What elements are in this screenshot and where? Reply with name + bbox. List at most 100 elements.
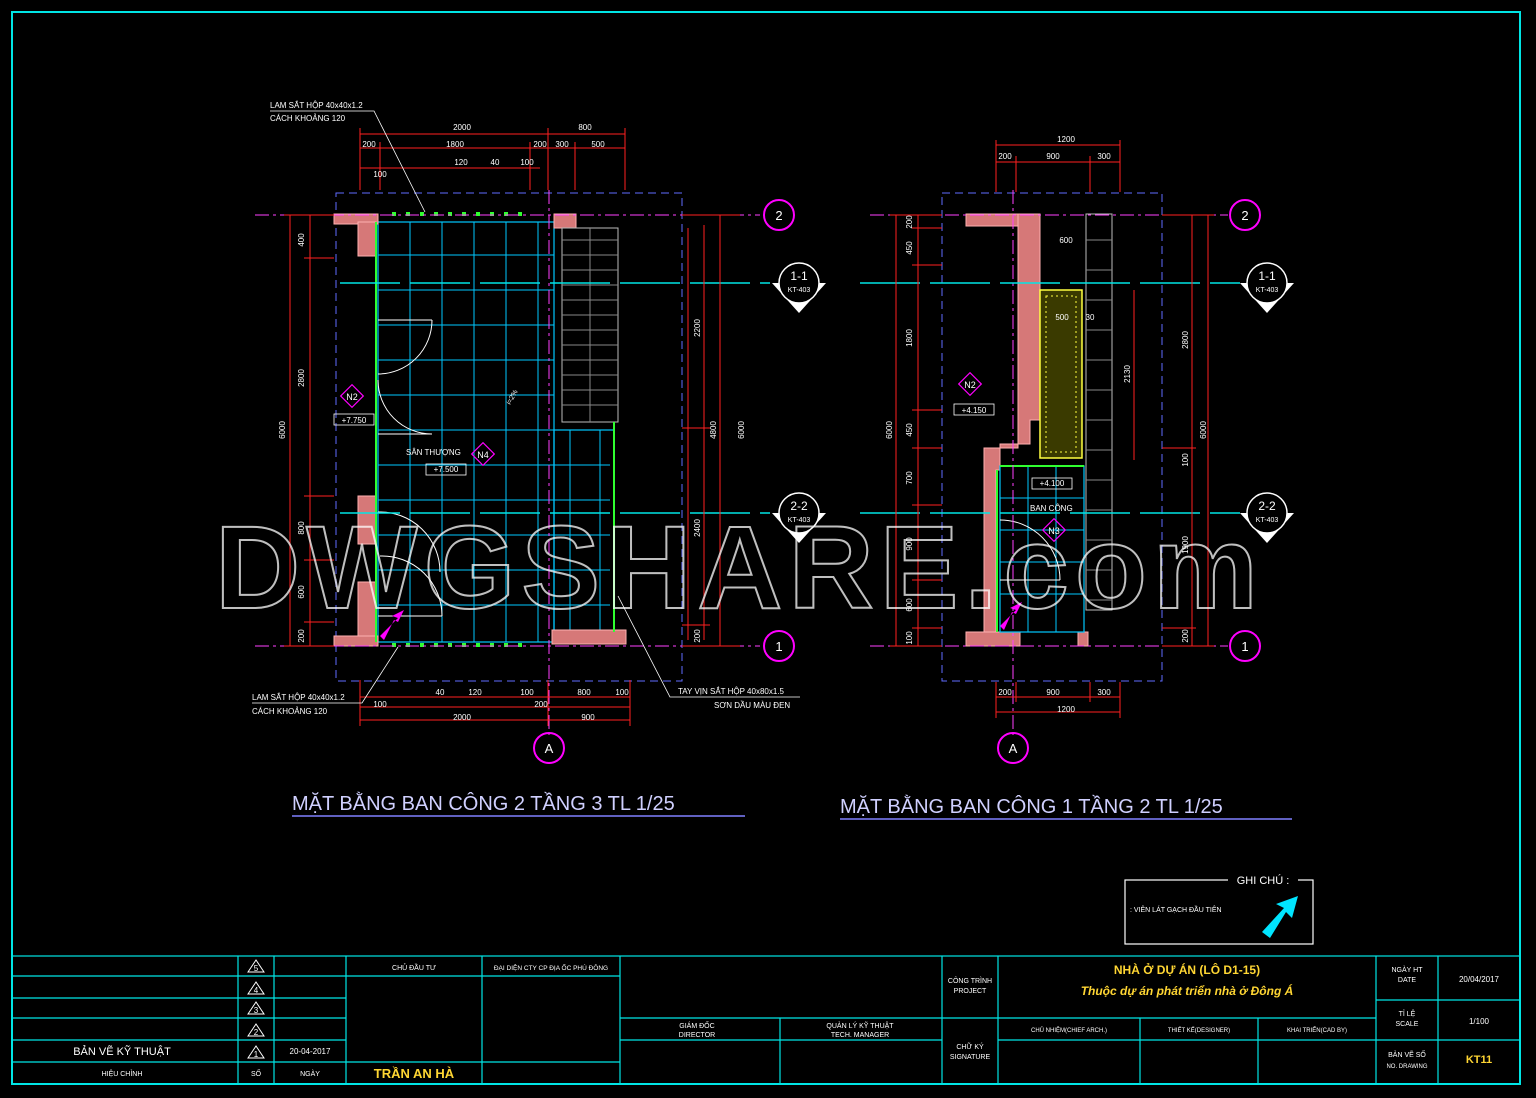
rev-4: 4 — [254, 986, 259, 995]
right-boundary — [941, 192, 1163, 682]
rev-date: 20-04-2017 — [290, 1047, 331, 1056]
right-inner-500: 500 — [1055, 313, 1069, 322]
watermark: DWGSHARE.com — [215, 502, 1264, 634]
right-rdim-2800: 2800 — [1181, 331, 1190, 349]
left-grid-1: 1 — [775, 639, 782, 654]
left-stone-pattern — [562, 228, 618, 422]
left-note-rail-leader — [617, 595, 800, 698]
left-bot-dim-900: 900 — [581, 713, 595, 722]
right-planter — [1039, 289, 1083, 459]
right-sec-2-ref: KT-403 — [1256, 517, 1279, 524]
legend: GHI CHÚ : : VIÊN LÁT GẠCH ĐẦU TIÊN — [1124, 874, 1314, 945]
right-rdim-1900: 1900 — [1181, 536, 1190, 554]
right-inner-600: 600 — [1059, 236, 1073, 245]
left-level-room: +7.500 — [434, 465, 459, 474]
left-rdim-2400: 2400 — [693, 519, 702, 537]
rev-5: 5 — [254, 964, 259, 973]
left-grid-1-bubble — [763, 630, 795, 662]
right-plan: 1200 200 900 300 200 900 300 1200 200 45… — [840, 135, 1294, 820]
left-sec-2-bubble — [778, 492, 820, 534]
right-grid-2: 2 — [1241, 208, 1248, 223]
right-level-side-box — [953, 403, 995, 416]
right-rdim-total: 6000 — [1199, 421, 1208, 439]
right-grid-1-bubble — [1229, 630, 1261, 662]
right-tag-side: N2 — [964, 380, 976, 390]
left-top-dim-500: 500 — [591, 140, 605, 149]
project-label-vn: CÔNG TRÌNH — [948, 976, 992, 985]
left-louver-top — [392, 212, 522, 216]
right-dim-lines — [890, 140, 1214, 718]
right-vdim-100: 100 — [905, 631, 914, 645]
left-note-top-leader — [270, 110, 426, 213]
left-bottom-dim-lines — [359, 680, 631, 726]
right-vdim-450a: 450 — [905, 241, 914, 255]
left-top-dim-2000: 2000 — [453, 123, 471, 132]
left-top-dim-200b: 200 — [533, 140, 547, 149]
left-vdim-600: 600 — [297, 585, 306, 599]
director-vn: GIÁM ĐỐC — [679, 1020, 714, 1030]
left-bot-dim-100b: 100 — [615, 688, 629, 697]
right-door — [999, 519, 1061, 581]
left-top-dim-120: 120 — [454, 158, 468, 167]
right-sec-1-bubble — [1246, 262, 1288, 304]
left-axis-a-label: A — [545, 741, 554, 756]
left-sec-1-ref: KT-403 — [788, 287, 811, 294]
right-planter-inner — [1045, 295, 1077, 453]
left-bot-dim-40: 40 — [436, 688, 445, 697]
right-walls — [965, 213, 1089, 647]
left-vdim-total: 6000 — [278, 421, 287, 439]
left-bot-dim-2000: 2000 — [453, 713, 471, 722]
right-stone-pattern — [1086, 239, 1112, 601]
signature-label-vn: CHỮ KÝ — [956, 1042, 984, 1051]
left-rdim-200: 200 — [693, 629, 702, 643]
right-level-room: +4.100 — [1040, 479, 1065, 488]
left-grid-2-bubble — [763, 199, 795, 231]
project-name: NHÀ Ở DỰ ÁN (LÔ D1-15) — [1114, 962, 1260, 977]
right-level-room-box — [1031, 477, 1073, 490]
left-tag-side: N2 — [346, 392, 358, 402]
left-rdim-4800: 4800 — [709, 421, 718, 439]
left-grid-2: 2 — [775, 208, 782, 223]
right-top-dim-1200: 1200 — [1057, 135, 1075, 144]
revision-triangles — [247, 959, 265, 1059]
drawing-no-label-en: NO. DRAWING — [1386, 1064, 1427, 1070]
left-tag-room-diamond — [470, 441, 496, 467]
right-tag-side-diamond — [957, 371, 983, 397]
right-vdim-200: 200 — [905, 215, 914, 229]
right-vdim-700: 700 — [905, 471, 914, 485]
cad-by: KHAI TRIỂN(CAD BY) — [1287, 1027, 1347, 1034]
left-top-dim-300: 300 — [555, 140, 569, 149]
right-vdim-total: 6000 — [885, 421, 894, 439]
legend-box — [1124, 879, 1314, 945]
left-top-dim-1800: 1800 — [446, 140, 464, 149]
left-sec-2: 2-2 — [790, 499, 808, 513]
left-note-bottom-2: CÁCH KHOẢNG 120 — [252, 707, 328, 716]
scale-label-en: SCALE — [1396, 1021, 1419, 1028]
left-note-rail-1: TAY VỊN SẮT HỘP 40x80x1.5 — [678, 687, 785, 696]
date-label-vn: NGÀY HT — [1392, 965, 1424, 974]
left-louver-bottom — [392, 643, 522, 647]
left-note-top-1: LAM SẮT HỘP 40x40x1.2 — [270, 101, 363, 110]
right-axis-a-label: A — [1009, 741, 1018, 756]
right-inner-2130: 2130 — [1123, 365, 1132, 383]
right-inner-30: 30 — [1086, 313, 1095, 322]
owner-name: TRẦN AN HÀ — [374, 1066, 455, 1081]
label-no: SỐ — [251, 1068, 262, 1078]
left-vdim-2800: 2800 — [297, 369, 306, 387]
left-note-top-2: CÁCH KHOẢNG 120 — [270, 114, 346, 123]
right-level-side: +4.150 — [962, 406, 987, 415]
right-first-tile-arrow — [1000, 602, 1022, 630]
left-note-rail-2: SƠN DẦU MÀU ĐEN — [714, 700, 790, 710]
director-en: DIRECTOR — [679, 1032, 715, 1039]
legend-title: GHI CHÚ : — [1237, 874, 1290, 887]
left-bot-dim-800: 800 — [577, 688, 591, 697]
left-plan: 2000 800 200 1800 200 300 500 120 40 100… — [252, 101, 826, 817]
right-room-label: BAN CÔNG — [1030, 504, 1073, 513]
right-vdim-450b: 450 — [905, 423, 914, 437]
left-slope: i=2% — [506, 389, 520, 406]
right-rdim-200: 200 — [1181, 629, 1190, 643]
right-grid-2-bubble — [1229, 199, 1261, 231]
rep-label: ĐẠI DIỆN CTY CP ĐỊA ỐC PHÚ ĐÔNG — [494, 962, 608, 972]
right-sec-1-ref: KT-403 — [1256, 287, 1279, 294]
